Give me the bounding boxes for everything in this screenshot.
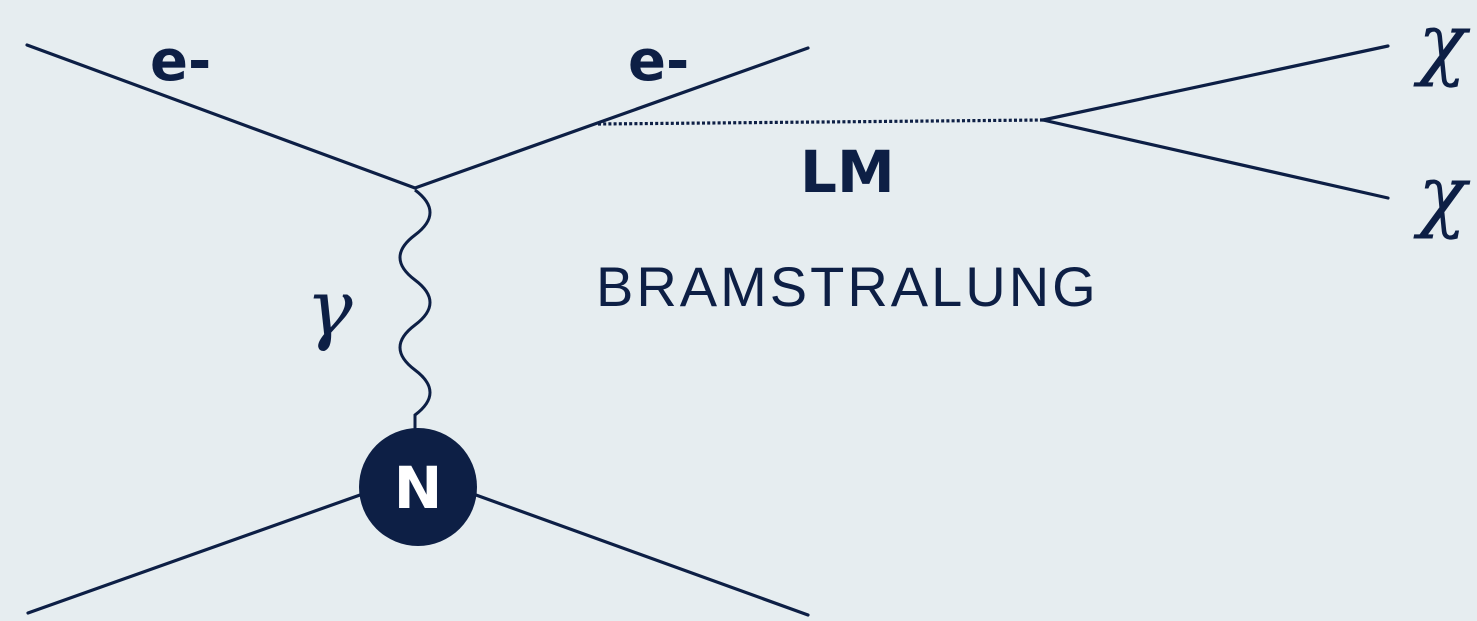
outgoing-electron-line: [413, 46, 810, 190]
dark-particle-line-lower: [1041, 118, 1390, 200]
nucleus-circle: [359, 428, 477, 546]
dark-particle-label-lower: χ: [1413, 148, 1471, 241]
incoming-electron-line: [25, 43, 417, 190]
incoming-electron-label: e-: [150, 29, 211, 94]
dark-particle-label-upper: χ: [1413, 0, 1471, 89]
nucleus-label: N: [394, 454, 443, 522]
outgoing-electron-label: e-: [628, 29, 689, 94]
photon-label: γ: [306, 264, 353, 354]
light-mediator-line: [597, 118, 1044, 126]
nucleus-incoming-line: [26, 493, 362, 615]
light-mediator-label: LM: [800, 138, 895, 206]
nucleus-outgoing-line: [474, 493, 810, 617]
process-label: BRAMSTRALUNG: [596, 255, 1099, 318]
photon-wavy-line: [398, 188, 432, 445]
dark-particle-line-upper: [1041, 44, 1390, 122]
